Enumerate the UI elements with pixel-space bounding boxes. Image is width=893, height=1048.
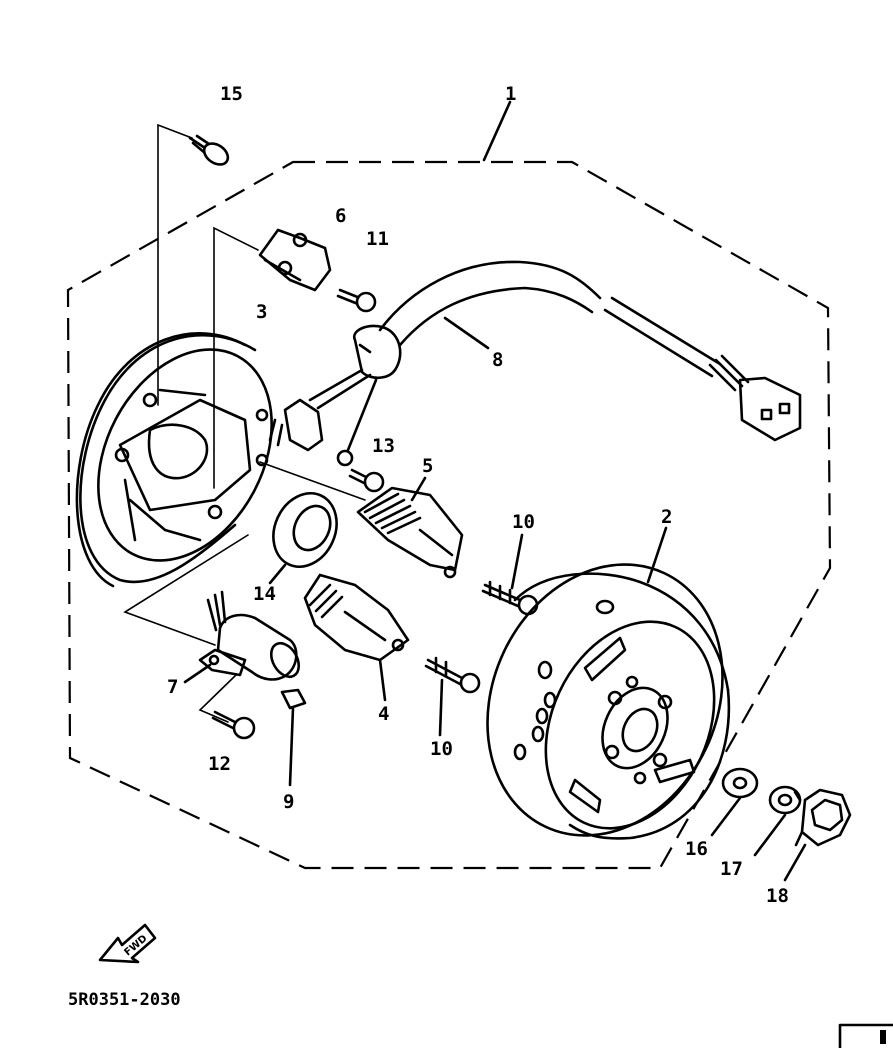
callout-13: 13	[372, 435, 395, 457]
leader-14	[268, 563, 287, 585]
screw-11	[336, 288, 377, 313]
leader-7	[183, 663, 212, 684]
reference-line-15	[157, 123, 193, 406]
assembly-boundary	[66, 160, 832, 870]
callout-4: 4	[378, 703, 389, 725]
callout-9: 9	[283, 791, 294, 813]
screw-13	[348, 468, 385, 493]
part-9	[280, 688, 307, 710]
callout-10-bottom: 10	[430, 738, 453, 760]
callout-8: 8	[492, 349, 503, 371]
callout-12: 12	[208, 753, 231, 775]
reference-line-plate	[259, 461, 366, 501]
part-code: 5R0351-2030	[68, 990, 181, 1010]
callout-2: 2	[661, 506, 672, 528]
callout-16: 16	[685, 838, 708, 860]
leader-17	[753, 813, 787, 857]
oil-seal-14	[272, 492, 338, 568]
wire-harness-8	[268, 260, 802, 467]
nut-18	[794, 788, 852, 847]
stator-base-plate	[75, 332, 273, 588]
coil-5	[356, 486, 464, 579]
leader-1	[482, 100, 512, 162]
callout-1: 1	[505, 83, 516, 105]
screw-10-top	[481, 580, 539, 616]
screw-10-bottom	[424, 656, 481, 694]
leader-10-bottom	[438, 678, 444, 737]
condenser-7	[198, 590, 301, 681]
leader-10-top	[510, 533, 524, 590]
callout-10-top: 10	[512, 511, 535, 533]
screw-12	[211, 710, 256, 740]
washer-16	[721, 767, 759, 799]
callout-3: 3	[256, 301, 267, 323]
flywheel-rotor-2	[486, 563, 731, 840]
callout-5: 5	[422, 455, 433, 477]
callout-15: 15	[220, 83, 243, 105]
leader-18	[783, 843, 807, 882]
callout-14: 14	[253, 583, 276, 605]
spring-washer-17	[768, 785, 802, 815]
reference-line-12	[198, 674, 237, 723]
callout-17: 17	[720, 858, 743, 880]
callout-7: 7	[167, 676, 178, 698]
coil-4	[303, 573, 410, 662]
callout-6: 6	[335, 205, 346, 227]
leader-16	[710, 796, 742, 837]
bracket-6	[258, 228, 332, 292]
screw-15	[188, 134, 230, 166]
leader-4	[378, 658, 387, 702]
forward-arrow-icon: FWD	[98, 923, 157, 964]
reference-line-7	[123, 534, 249, 646]
corner-mark	[838, 1023, 893, 1048]
leader-5	[410, 476, 427, 502]
callout-18: 18	[766, 885, 789, 907]
leader-9	[288, 706, 295, 787]
callout-11: 11	[366, 228, 389, 250]
leader-2	[646, 526, 668, 584]
leader-8	[443, 316, 490, 350]
reference-line-6	[213, 226, 259, 489]
